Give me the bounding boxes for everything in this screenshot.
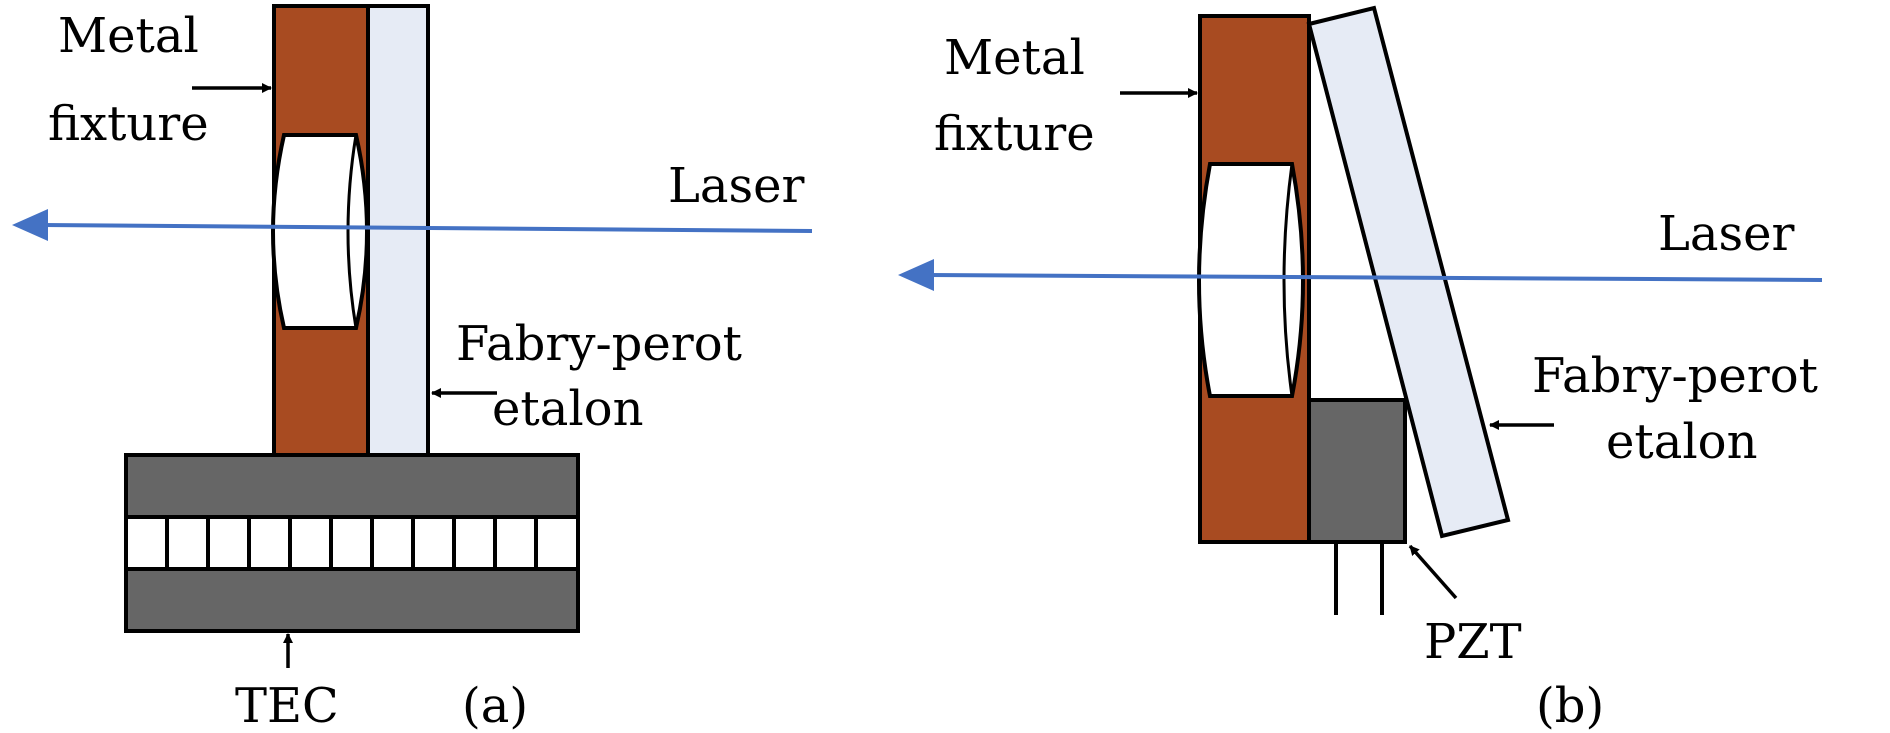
pzt-pointer	[1408, 544, 1458, 600]
etalon-label-a-line1: Fabry-perot	[456, 316, 742, 372]
metal-fixture-label-a-line1: Metal	[58, 8, 199, 64]
pzt-block	[1307, 398, 1407, 544]
tec-label: TEC	[235, 678, 339, 733]
laser-label-a: Laser	[668, 158, 805, 214]
tec-module	[124, 453, 580, 633]
tec-top-plate	[124, 453, 580, 519]
panel-a: Metal fixture Laser Fabry-perot etalon T…	[12, 4, 813, 733]
etalon-label-a-line2: etalon	[492, 381, 643, 437]
metal-fixture-label-b-line2: fixture	[934, 106, 1095, 162]
lens-b-inner-arc	[1282, 163, 1294, 397]
laser-arrowhead-b	[898, 259, 934, 291]
pzt-label: PZT	[1424, 614, 1522, 670]
laser-beam-a	[41, 223, 813, 233]
tec-middle-layer	[124, 515, 580, 571]
panel-b: Metal fixture Laser Fabry-perot etalon P…	[898, 5, 1823, 733]
etalon-label-b-line2: etalon	[1606, 414, 1757, 470]
laser-label-b: Laser	[1658, 206, 1795, 262]
panel-a-tag: (a)	[462, 678, 528, 733]
laser-arrowhead-a	[12, 209, 48, 241]
metal-fixture-label-a-line2: fixture	[48, 96, 209, 152]
metal-fixture-label-b-line1: Metal	[944, 30, 1085, 86]
laser-beam-b	[927, 273, 1823, 282]
etalon-b	[1306, 5, 1511, 539]
panel-b-tag: (b)	[1536, 678, 1604, 733]
tec-bottom-plate	[124, 567, 580, 633]
tec-elements	[165, 517, 538, 569]
etalon-a	[366, 4, 430, 457]
etalon-label-b-line1: Fabry-perot	[1532, 348, 1818, 404]
lens-a-inner-arc	[346, 134, 358, 329]
